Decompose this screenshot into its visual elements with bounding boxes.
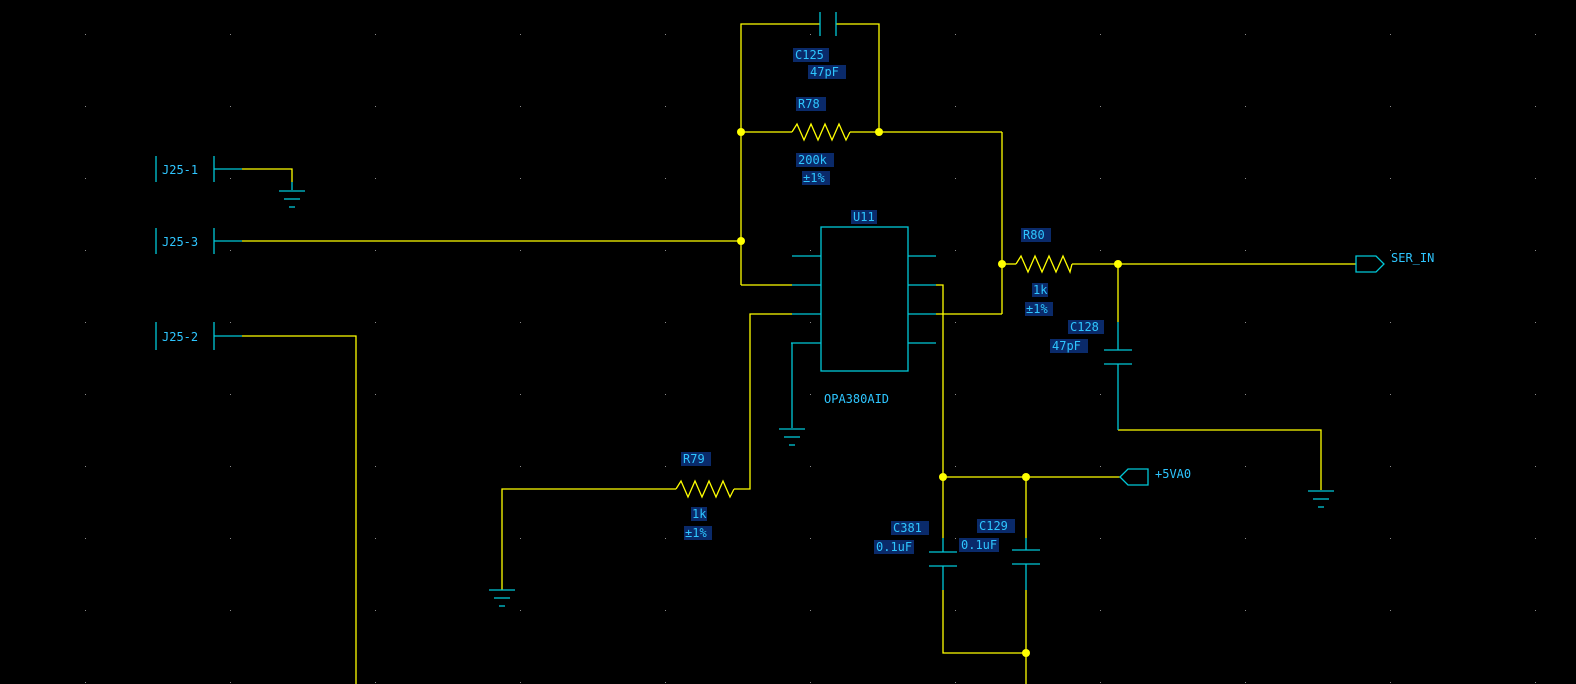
resistor-r80[interactable]: R80 1k ±1% xyxy=(1015,228,1073,316)
capacitor-c381[interactable]: C381 0.1uF xyxy=(874,521,957,590)
r80-tolerance-label: ±1% xyxy=(1026,302,1048,316)
connector-j25-2[interactable]: J25-2 xyxy=(155,322,242,350)
junction-dots xyxy=(737,128,1122,657)
port-ser-in-label: SER_IN xyxy=(1391,251,1434,265)
ground-symbol[interactable] xyxy=(279,182,305,208)
opamp-ref-label: U11 xyxy=(853,210,875,224)
opamp-u11[interactable]: U11 OPA380AID xyxy=(792,210,936,406)
c381-ref-label: C381 xyxy=(893,521,922,535)
c125-value-label: 47pF xyxy=(810,65,839,79)
c129-ref-label: C129 xyxy=(979,519,1008,533)
capacitor-c129[interactable]: C129 0.1uF xyxy=(959,519,1040,590)
c129-value-label: 0.1uF xyxy=(961,538,997,552)
grid-dots xyxy=(85,34,1536,683)
ground-symbol[interactable] xyxy=(1308,490,1334,508)
ground-symbol[interactable] xyxy=(779,342,805,446)
connector-label-j25-3: J25-3 xyxy=(162,235,198,249)
r78-tolerance-label: ±1% xyxy=(803,171,825,185)
r79-ref-label: R79 xyxy=(683,452,705,466)
capacitor-c125[interactable]: C125 47pF xyxy=(793,12,846,79)
port-5va0[interactable]: +5VA0 xyxy=(1119,467,1191,486)
r80-value-label: 1k xyxy=(1033,283,1048,297)
opamp-part-label: OPA380AID xyxy=(824,392,889,406)
connector-label-j25-1: J25-1 xyxy=(162,163,198,177)
c128-value-label: 47pF xyxy=(1052,339,1081,353)
resistor-r79[interactable]: R79 1k ±1% xyxy=(675,452,735,540)
r79-tolerance-label: ±1% xyxy=(685,526,707,540)
wires xyxy=(242,23,1356,684)
r79-value-label: 1k xyxy=(692,507,707,521)
port-ser-in[interactable]: SER_IN xyxy=(1355,251,1434,273)
c381-value-label: 0.1uF xyxy=(876,540,912,554)
capacitor-c128[interactable]: C128 47pF xyxy=(1050,320,1132,430)
port-5va0-label: +5VA0 xyxy=(1155,467,1191,481)
ground-symbol[interactable] xyxy=(489,589,515,607)
c125-ref-label: C125 xyxy=(795,48,824,62)
r78-ref-label: R78 xyxy=(798,97,820,111)
connector-j25-1[interactable]: J25-1 xyxy=(155,156,242,182)
c128-ref-label: C128 xyxy=(1070,320,1099,334)
resistor-r78[interactable]: R78 200k ±1% xyxy=(791,97,851,185)
r80-ref-label: R80 xyxy=(1023,228,1045,242)
connector-label-j25-2: J25-2 xyxy=(162,330,198,344)
r78-value-label: 200k xyxy=(798,153,828,167)
connector-j25-3[interactable]: J25-3 xyxy=(155,228,242,254)
